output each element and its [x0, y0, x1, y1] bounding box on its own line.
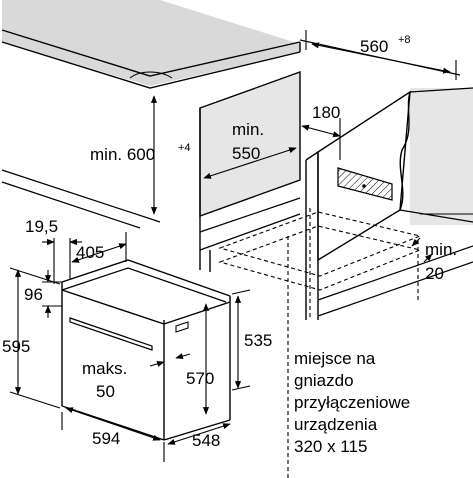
label-min-20-line1: min. — [425, 240, 457, 259]
countertop — [1, 0, 301, 89]
socket-note-line2: gniazdo — [294, 371, 354, 390]
label-maks-50-line2: 50 — [96, 382, 115, 401]
label-min-20-line2: 20 — [425, 264, 444, 283]
label-600-tolerance: +4 — [178, 142, 191, 154]
label-maks-50-line1: maks. — [82, 359, 127, 378]
dimension-lines — [9, 30, 457, 462]
label-19-5: 19,5 — [25, 217, 58, 236]
cabinet-right — [299, 39, 473, 320]
socket-note-line3: przyłączeniowe — [294, 393, 410, 412]
label-min-550-line1: min. — [232, 120, 264, 139]
label-570: 570 — [186, 369, 214, 388]
dimension-labels: 560 +8 min. 600 +4 min. 550 180 min. 20 … — [2, 34, 457, 450]
label-180: 180 — [312, 103, 340, 122]
label-96: 96 — [24, 285, 43, 304]
label-535: 535 — [244, 331, 272, 350]
plinth-lines — [317, 213, 473, 317]
socket-note-line5: 320 x 115 — [294, 437, 367, 456]
label-595: 595 — [2, 337, 30, 356]
wall-lines — [1, 169, 161, 229]
installation-space — [218, 208, 422, 478]
socket-note: miejsce na gniazdo przyłączeniowe urządz… — [294, 349, 410, 456]
label-min-550-line2: 550 — [232, 144, 260, 163]
label-548: 548 — [192, 431, 220, 450]
label-560-tolerance: +8 — [398, 34, 411, 46]
socket-area — [337, 167, 393, 201]
socket-note-line4: urządzenia — [294, 415, 378, 434]
label-594: 594 — [92, 429, 120, 448]
label-560: 560 — [360, 37, 388, 56]
cabinet-left — [199, 71, 301, 272]
label-min-600: min. 600 — [90, 145, 155, 164]
label-405: 405 — [76, 243, 104, 262]
socket-note-line1: miejsce na — [294, 349, 376, 368]
